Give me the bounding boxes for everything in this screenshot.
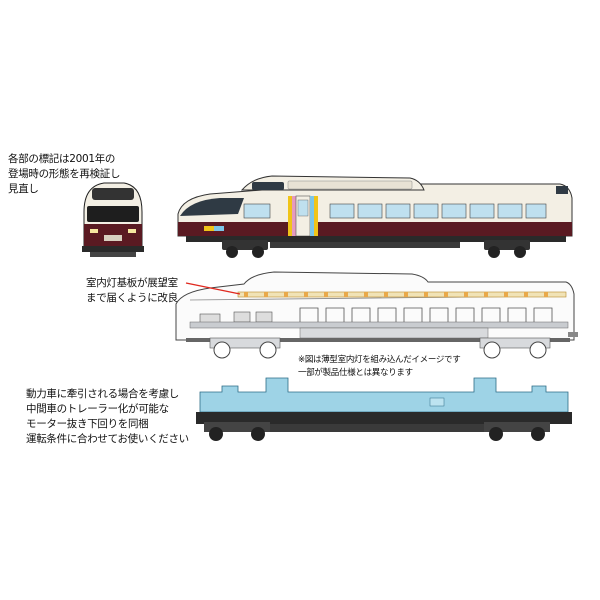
interior-light-board — [237, 291, 567, 298]
front-bogie — [222, 240, 268, 258]
underframe-rear-bogie — [484, 422, 550, 441]
interior-board-note: 室内灯基板が展望室 まで届くように改良 — [86, 276, 178, 306]
dome-window-front — [252, 182, 284, 190]
marking-note-line-2: 登場時の形態を再検証し — [8, 168, 121, 180]
rear-tail-window — [556, 186, 568, 194]
chassis-frame — [196, 412, 572, 424]
motor-note-line-2: 中間車のトレーラー化が可能な — [26, 403, 169, 415]
side-window-row — [243, 203, 547, 219]
marking-note: 各部の標記は2001年の 登場時の形態を再検証し 見直し — [8, 152, 121, 197]
side-maroon-band — [178, 222, 572, 236]
marking-note-line-1: 各部の標記は2001年の — [8, 153, 116, 165]
image-disclaimer-line-2: 一部が製品仕様とは異なります — [298, 368, 413, 378]
interior-seats — [299, 307, 553, 322]
chassis-blue — [199, 377, 569, 413]
image-disclaimer: ※図は薄型室内灯を組み込んだイメージです 一部が製品仕様とは異なります — [298, 354, 461, 380]
cutaway-rear-bogie — [479, 337, 551, 359]
cutaway-front-bogie — [209, 337, 281, 359]
train-side-view — [177, 175, 573, 258]
interior-board-note-line-1: 室内灯基板が展望室 — [86, 277, 178, 289]
marking-note-line-3: 見直し — [8, 183, 39, 195]
interior-board-note-line-2: まで届くように改良 — [86, 292, 178, 304]
callout-line — [185, 282, 241, 295]
cab-windshield — [180, 198, 244, 216]
motor-note-line-4: 運転条件に合わせてお使いください — [26, 433, 189, 445]
motor-note-line-3: モーター抜き下回りを同梱 — [26, 418, 149, 430]
front-windshield — [87, 206, 139, 222]
underframe-front-bogie — [204, 422, 270, 441]
cutaway-view — [175, 271, 578, 359]
rear-bogie — [484, 240, 530, 258]
motor-note: 動力車に牽引される場合を考慮し 中間車のトレーラー化が可能な モーター抜き下回り… — [26, 387, 189, 447]
image-disclaimer-line-1: ※図は薄型室内灯を組み込んだイメージです — [298, 355, 461, 365]
train-front-view — [82, 182, 144, 257]
motor-note-line-1: 動力車に牽引される場合を考慮し — [26, 388, 179, 400]
trailer-underframe — [196, 377, 572, 441]
front-upper-window — [92, 188, 134, 200]
